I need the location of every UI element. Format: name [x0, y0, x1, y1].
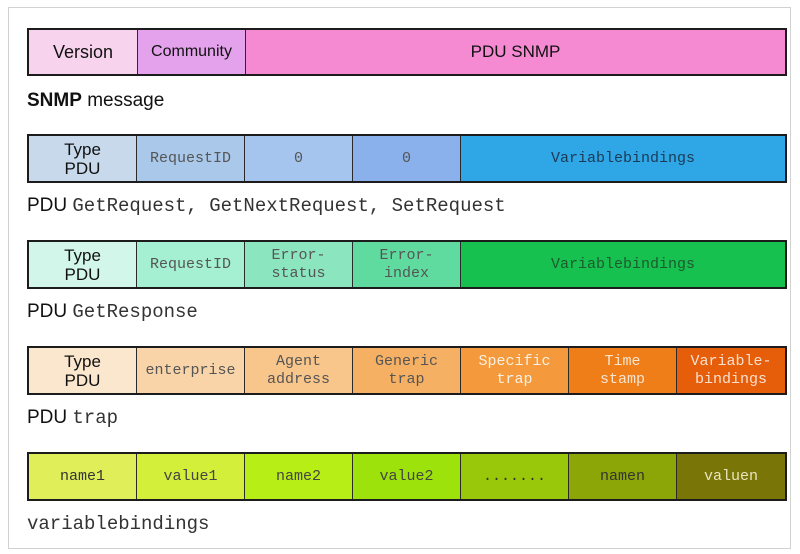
caption-snmp-bold: SNMP	[27, 90, 82, 111]
binding-value1: value1	[137, 454, 245, 499]
field-pdu-snmp: PDU SNMP	[246, 30, 785, 74]
request-pdu-row: Type PDU RequestID 0 0 Variablebindings	[27, 134, 787, 183]
caption-snmp-message: SNMP message	[27, 90, 164, 112]
field-generic-trap: Generic trap	[353, 348, 461, 393]
trap-pdu-row: Type PDU enterprise Agent address Generi…	[27, 346, 787, 395]
field-time-stamp: Time stamp	[569, 348, 677, 393]
response-pdu-row: Type PDU RequestID Error- status Error- …	[27, 240, 787, 289]
field-zero-2: 0	[353, 136, 461, 181]
field-specific-trap: Specific trap	[461, 348, 569, 393]
field-type-pdu: Type PDU	[29, 136, 137, 181]
snmp-message-row: Version Community PDU SNMP	[27, 28, 787, 76]
field-error-status: Error- status	[245, 242, 353, 287]
caption-variablebindings: variablebindings	[27, 513, 209, 535]
caption-pdu-label: PDU	[27, 407, 68, 428]
binding-valuen: valuen	[677, 454, 785, 499]
caption-variablebindings-text: variablebindings	[27, 513, 210, 535]
caption-pdu-label: PDU	[27, 301, 68, 322]
binding-name2: name2	[245, 454, 353, 499]
field-enterprise: enterprise	[137, 348, 245, 393]
binding-name1: name1	[29, 454, 137, 499]
binding-namen: namen	[569, 454, 677, 499]
binding-ellipsis: .......	[461, 454, 569, 499]
field-zero-1: 0	[245, 136, 353, 181]
caption-request-pdu: PDU GetRequest, GetNextRequest, SetReque…	[27, 195, 506, 217]
caption-request-types: GetRequest, GetNextRequest, SetRequest	[72, 195, 506, 217]
field-request-id: RequestID	[137, 136, 245, 181]
field-request-id: RequestID	[137, 242, 245, 287]
field-variablebindings: Variablebindings	[461, 242, 785, 287]
field-variablebindings: Variablebindings	[461, 136, 785, 181]
caption-pdu-label: PDU	[27, 195, 68, 216]
caption-response-type: GetResponse	[72, 301, 198, 323]
field-agent-address: Agent address	[245, 348, 353, 393]
field-version: Version	[29, 30, 138, 74]
caption-response-pdu: PDU GetResponse	[27, 301, 198, 323]
field-error-index: Error- index	[353, 242, 461, 287]
field-variablebindings: Variable- bindings	[677, 348, 785, 393]
field-community: Community	[138, 30, 246, 74]
field-type-pdu: Type PDU	[29, 242, 137, 287]
caption-snmp-rest: message	[87, 90, 165, 111]
caption-trap-type: trap	[72, 407, 119, 429]
caption-trap-pdu: PDU trap	[27, 407, 118, 429]
binding-value2: value2	[353, 454, 461, 499]
variablebindings-row: name1 value1 name2 value2 ....... namen …	[27, 452, 787, 501]
field-type-pdu: Type PDU	[29, 348, 137, 393]
